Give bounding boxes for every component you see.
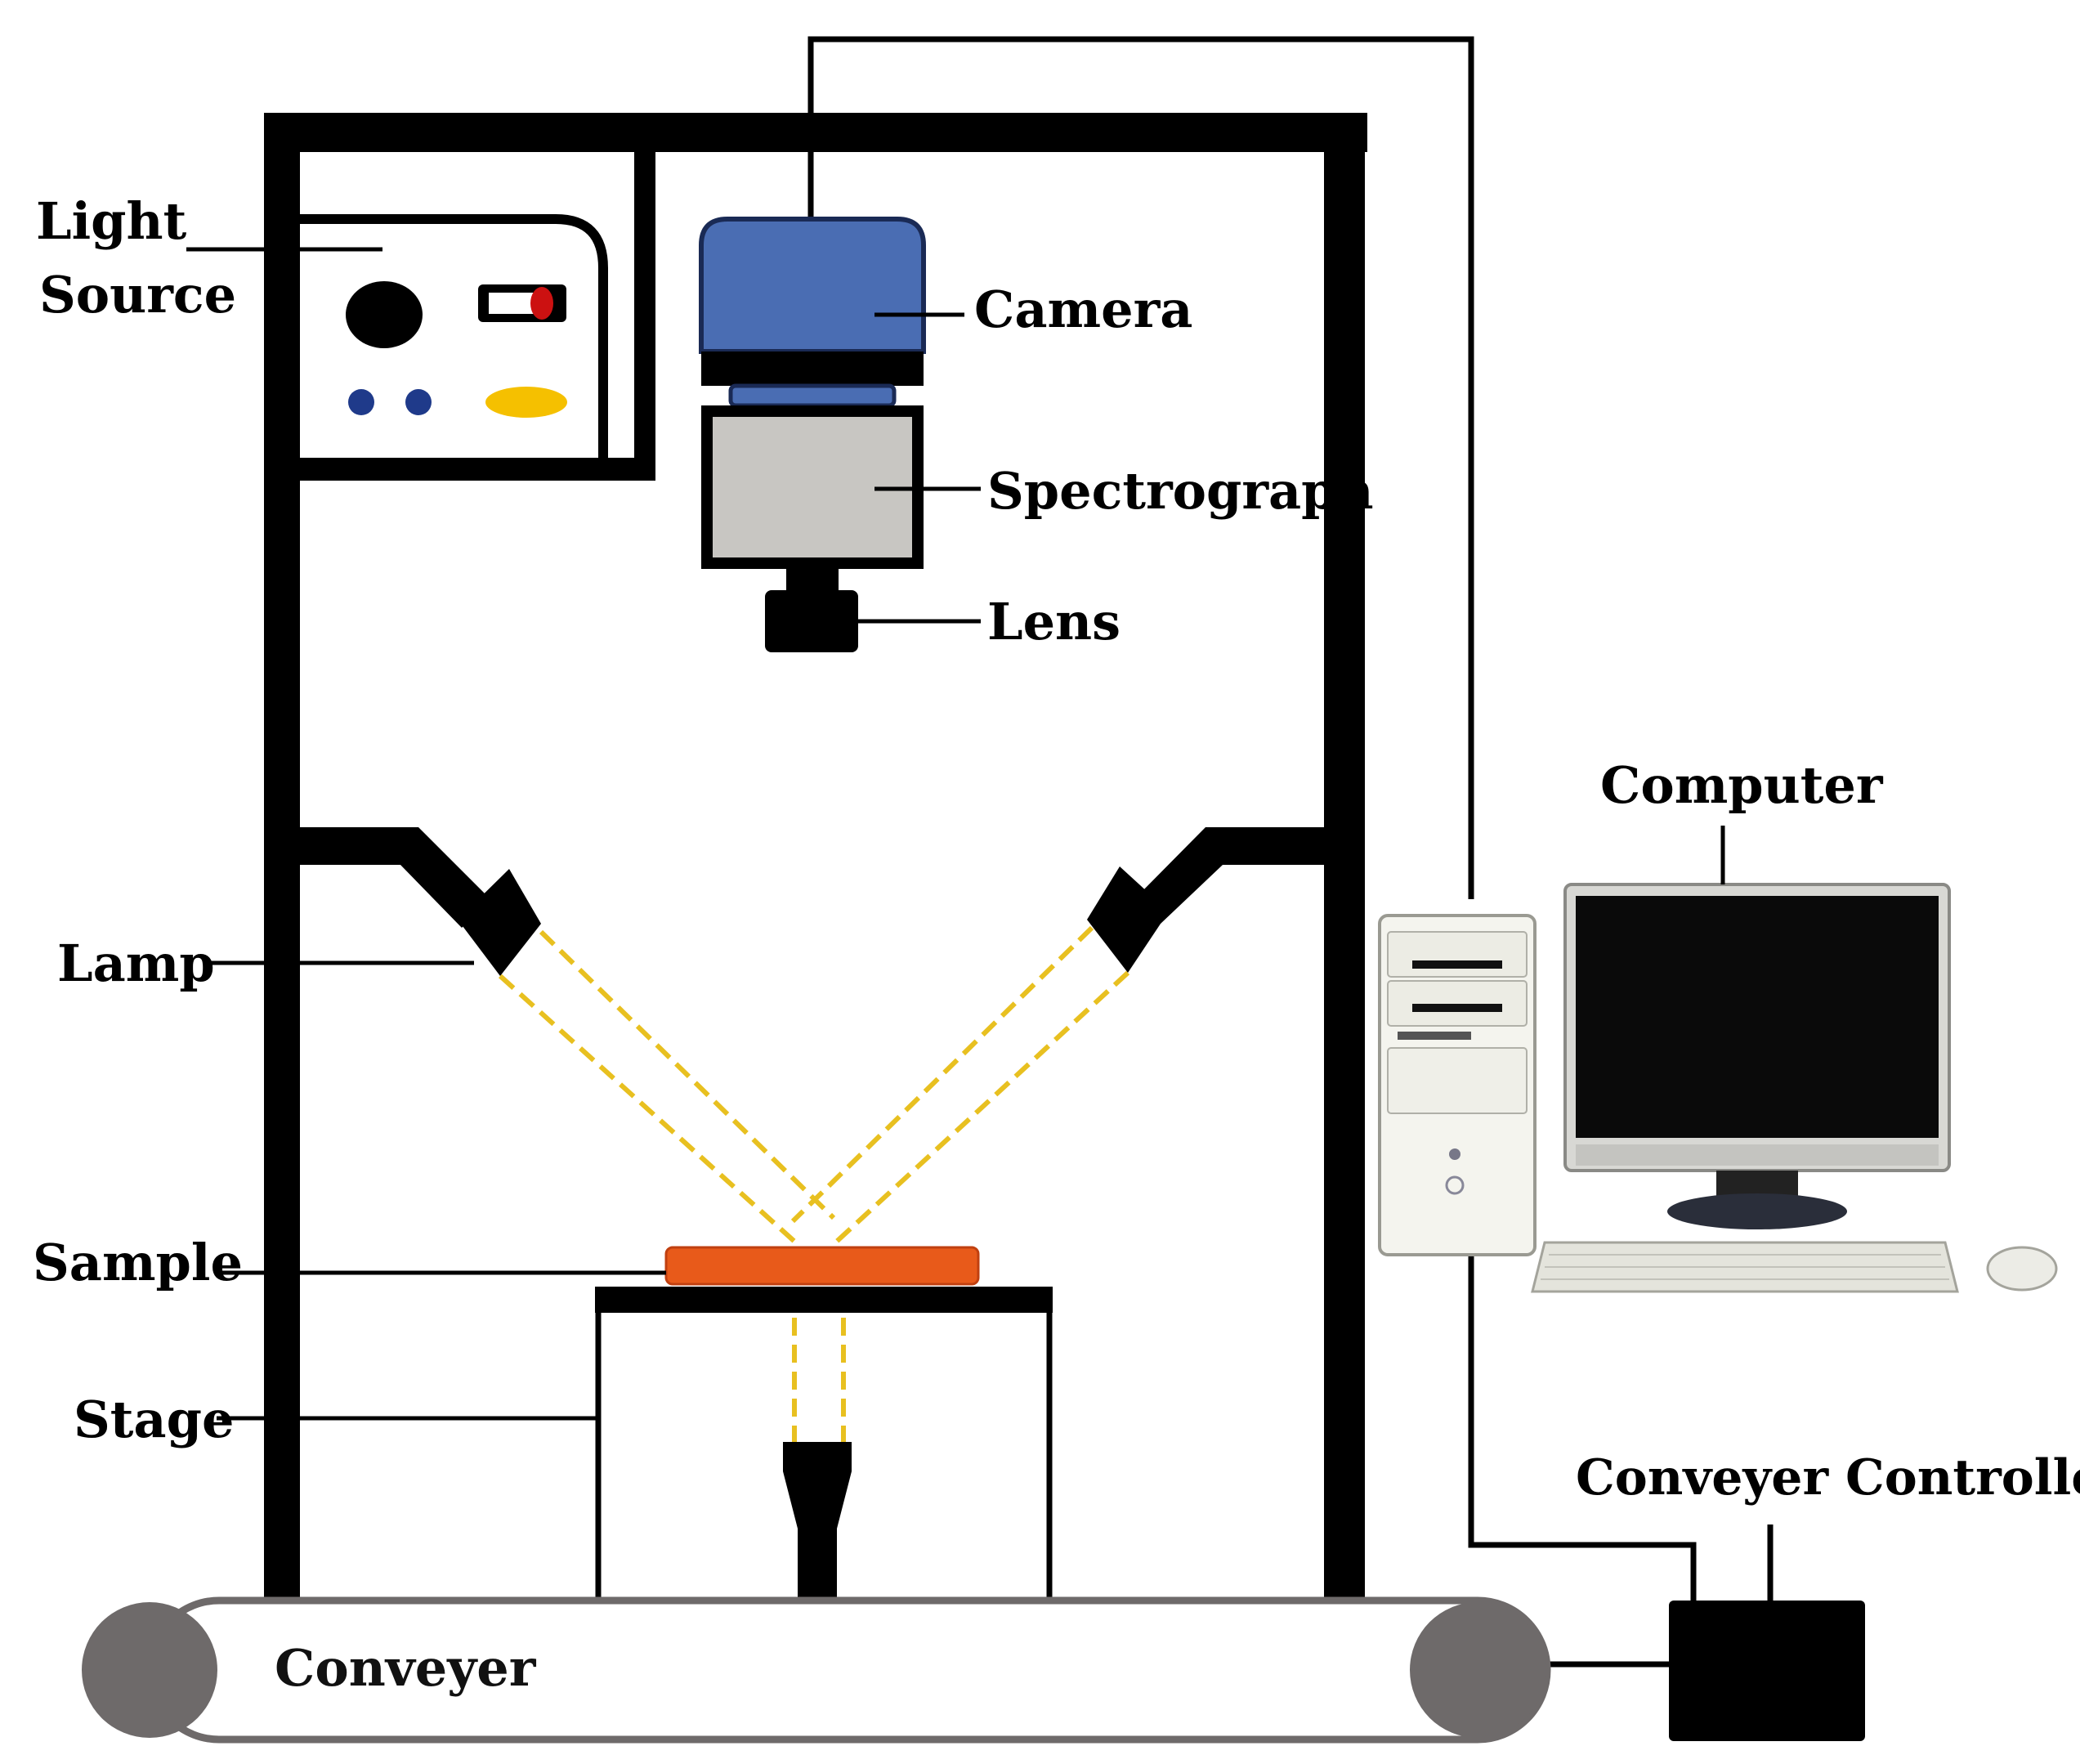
label-spectrograph: Spectrograph <box>987 461 1374 521</box>
label-lamp: Lamp <box>57 933 215 993</box>
label-light-source-line2: Source <box>39 265 236 325</box>
right-lamp-arm <box>1136 827 1365 924</box>
computer-monitor <box>1563 883 1951 1229</box>
light-beams <box>498 925 1130 1442</box>
computer-tower <box>1378 914 1537 1256</box>
label-sample: Sample <box>33 1233 243 1292</box>
lens <box>765 569 858 652</box>
label-stage: Stage <box>74 1390 234 1449</box>
label-conveyer-controller: Conveyer Controller <box>1576 1449 2080 1507</box>
label-light-source-line1: Light <box>36 191 187 251</box>
left-lamp-arm <box>282 827 490 928</box>
connector-dot-icon <box>405 389 432 415</box>
left-lamp <box>458 869 541 976</box>
computer-to-controller-cable <box>1468 1251 1697 1602</box>
connector-dot-icon <box>348 389 374 415</box>
camera-adapter <box>728 383 897 408</box>
camera <box>699 217 926 386</box>
power-button-icon <box>1449 1148 1460 1160</box>
conveyer-controller <box>1669 1524 1865 1741</box>
keyboard <box>1531 1241 1959 1293</box>
conveyer <box>82 1596 1551 1744</box>
label-lens: Lens <box>987 592 1121 651</box>
mouse <box>1986 1246 2058 1292</box>
sample <box>664 1246 980 1286</box>
light-source-unit <box>290 214 608 458</box>
label-camera: Camera <box>974 280 1192 339</box>
label-conveyer: Conveyer <box>275 1638 537 1698</box>
adjust-dial-icon <box>485 387 567 418</box>
light-source-compartment <box>282 131 655 481</box>
label-computer: Computer <box>1600 755 1884 815</box>
leader-lines <box>186 247 981 1421</box>
bottom-lamp <box>783 1442 852 1601</box>
right-lamp <box>1087 866 1169 973</box>
conveyer-roller-right <box>1410 1602 1545 1738</box>
power-knob-icon <box>346 281 423 348</box>
indicator-light-icon <box>530 287 553 320</box>
stage <box>595 1287 1053 1598</box>
conveyer-roller-left <box>82 1602 217 1738</box>
